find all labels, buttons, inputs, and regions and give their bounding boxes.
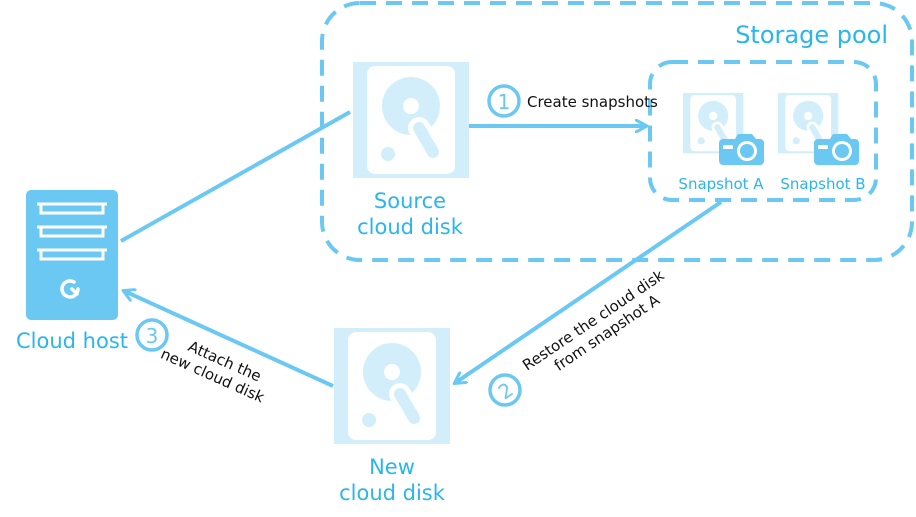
step2-arrow (455, 200, 723, 383)
step-3-number: 3 (146, 324, 159, 348)
new-cloud-disk: New cloud disk (334, 328, 450, 505)
snapshot-a-label: Snapshot A (678, 175, 764, 193)
snapshot-group-boundary (648, 60, 878, 202)
step-2-badge (488, 373, 522, 407)
server-icon (26, 190, 118, 320)
source-cloud-disk: Source cloud disk (353, 62, 469, 239)
storage-pool-boundary (320, 1, 914, 262)
step3-arrow (124, 291, 334, 388)
snapshot-a: Snapshot A (678, 93, 764, 193)
step-2-label-line1: Restore the cloud disk (519, 266, 667, 374)
step-1-number: 1 (498, 90, 511, 114)
step-1-label: Create snapshots (527, 93, 658, 111)
step-1-badge (487, 84, 521, 118)
step-2: 2 Restore the cloud disk from snapshot A (488, 266, 668, 407)
hard-disk-icon (334, 328, 450, 444)
cloud-host: Cloud host (16, 190, 128, 353)
hard-disk-icon (353, 62, 469, 178)
step-3-badge (135, 318, 169, 352)
step-1: 1 Create snapshots (487, 84, 658, 118)
new-disk-label-line2: cloud disk (339, 481, 446, 505)
storage-pool-title: Storage pool (735, 21, 888, 49)
cloud-host-label: Cloud host (16, 329, 128, 353)
source-disk-label-line1: Source (374, 189, 446, 213)
new-disk-label-line1: New (369, 455, 415, 479)
source-disk-label-line2: cloud disk (357, 215, 464, 239)
host-to-source-link (120, 110, 351, 243)
snapshot-b-label: Snapshot B (780, 175, 865, 193)
snapshot-b: Snapshot B (778, 93, 866, 193)
step-3: 3 Attach the new cloud disk (135, 318, 267, 407)
